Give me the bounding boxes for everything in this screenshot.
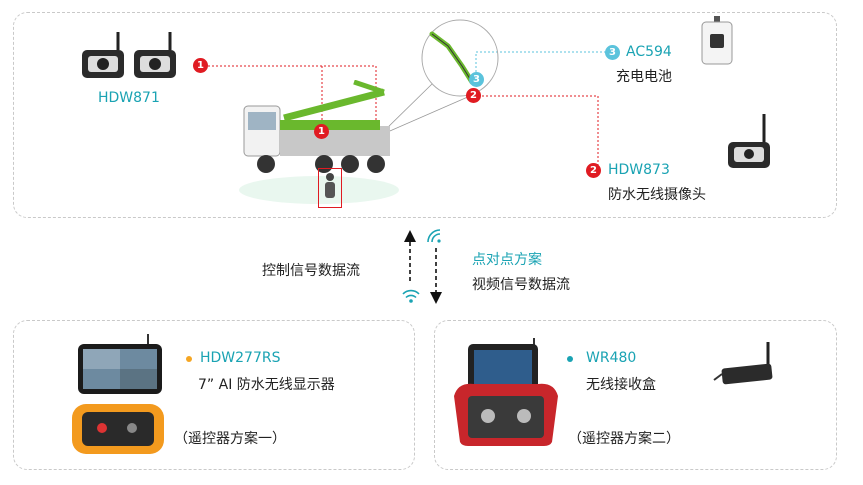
- control-stream-label: 控制信号数据流: [262, 263, 360, 279]
- scheme-one-frame: [13, 320, 415, 470]
- video-stream-label: 视频信号数据流: [472, 277, 570, 293]
- monitor-model: HDW277RS: [200, 350, 281, 366]
- top-section-frame: [13, 12, 837, 218]
- scheme-two-frame: [434, 320, 837, 470]
- camera-left-badge: 1: [193, 58, 208, 73]
- receiver-model: WR480: [586, 350, 637, 366]
- wifi-icon-bottom: [402, 288, 420, 304]
- scheme-two-bullet: [567, 356, 573, 362]
- scheme-two-label: （遥控器方案二）: [568, 431, 680, 447]
- pump-truck-icon: [234, 80, 404, 210]
- arm-badge-camera: 2: [466, 88, 481, 103]
- truck-badge: 1: [314, 124, 329, 139]
- arm-badge-battery: 3: [469, 72, 484, 87]
- remote-controller-orange-icon: [72, 400, 164, 456]
- boom-arm-detail-icon: [428, 26, 488, 90]
- receiver-name: 无线接收盒: [586, 377, 656, 393]
- p2p-label: 点对点方案: [472, 252, 542, 268]
- camera-pair-icon: [80, 30, 180, 82]
- scheme-one-label: （遥控器方案一）: [174, 431, 286, 447]
- wifi-icon-top: [426, 228, 442, 244]
- camera-right-badge: 2: [586, 163, 601, 178]
- receiver-box-icon: [712, 340, 778, 390]
- camera-right-icon: [726, 112, 772, 170]
- camera-right-model: HDW873: [608, 162, 670, 178]
- remote-controller-red-icon: [454, 338, 558, 448]
- camera-right-name: 防水无线摄像头: [608, 187, 706, 203]
- battery-badge: 3: [605, 45, 620, 60]
- battery-name: 充电电池: [616, 69, 672, 85]
- operator-highlight-box: [318, 168, 342, 208]
- battery-icon: [700, 16, 734, 66]
- flow-arrows-icon: [400, 228, 450, 308]
- camera-left-model: HDW871: [98, 90, 160, 106]
- monitor-name: 7” AI 防水无线显示器: [198, 377, 335, 393]
- monitor-icon: [78, 334, 162, 398]
- battery-model: AC594: [626, 44, 672, 60]
- scheme-one-bullet: [186, 356, 192, 362]
